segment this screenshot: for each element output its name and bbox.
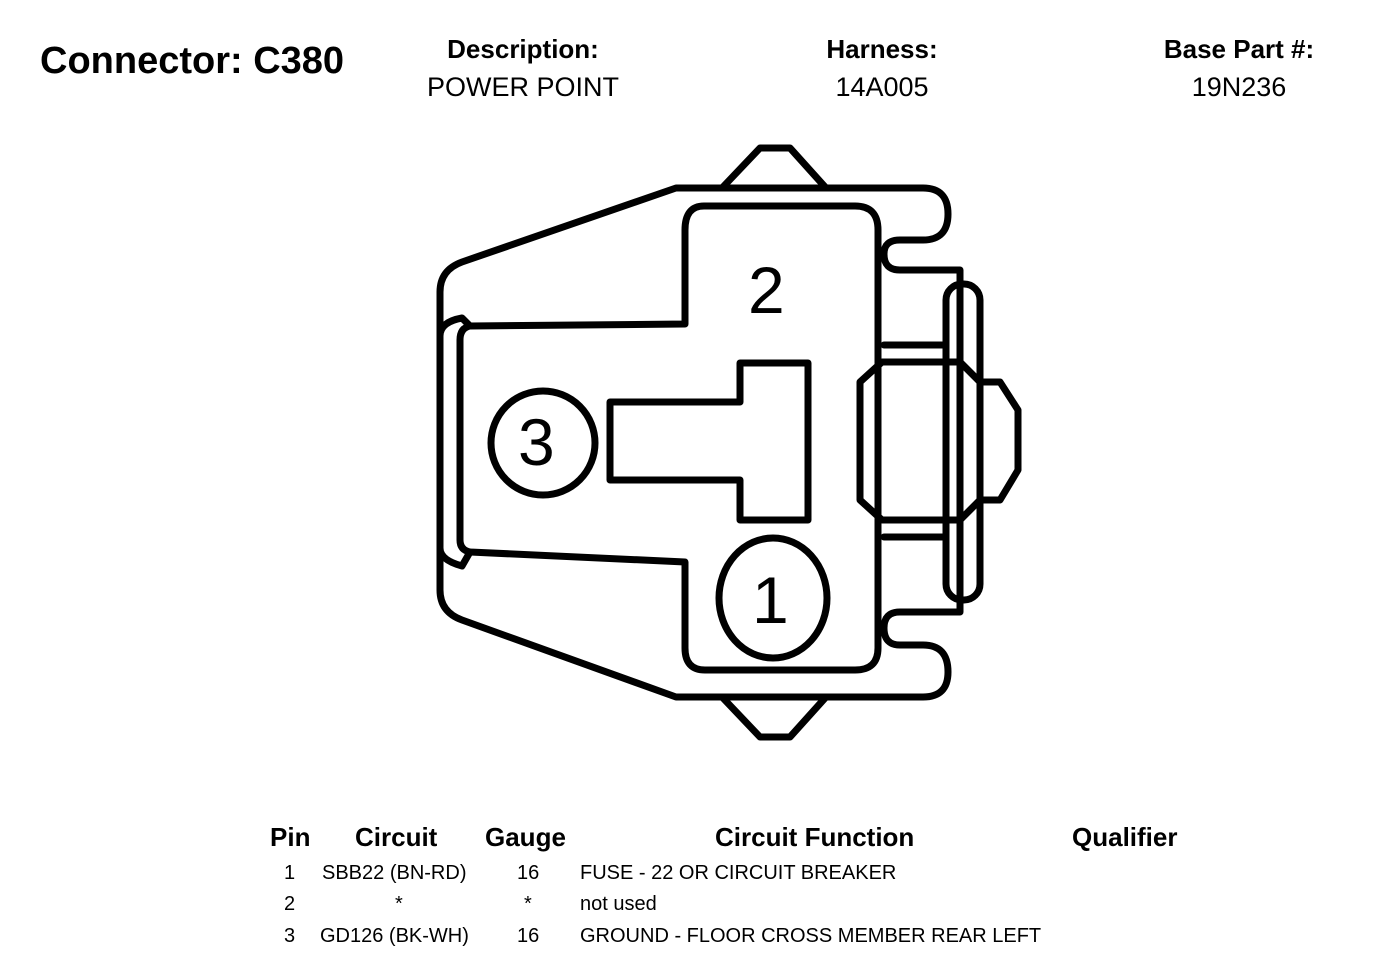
- row-3-function: GROUND - FLOOR CROSS MEMBER REAR LEFT: [580, 925, 1042, 947]
- left-rail-lower: [436, 544, 474, 570]
- row-2-pin: 2: [284, 893, 296, 915]
- row-2-function: not used: [580, 893, 657, 915]
- row-3-gauge: 16: [517, 925, 540, 947]
- row-1-function: FUSE - 22 OR CIRCUIT BREAKER: [580, 862, 897, 884]
- harness-block: Harness: 14A005: [732, 30, 1032, 106]
- right-rail: [942, 280, 984, 604]
- description-value: POWER POINT: [426, 72, 619, 102]
- base-part-block: Base Part #: 19N236: [1089, 30, 1376, 106]
- pin-1-label: 1: [752, 563, 789, 637]
- harness-value: 14A005: [835, 72, 929, 102]
- header-gauge: Gauge: [485, 822, 566, 852]
- header-pin: Pin: [270, 822, 311, 852]
- outer-housing: [436, 184, 964, 701]
- top-latch-tab: [718, 144, 830, 192]
- row-1-pin: 1: [284, 862, 296, 884]
- bottom-latch-tab: [718, 693, 830, 741]
- pin-1-circle: [715, 534, 831, 662]
- description-block: Description: POWER POINT: [373, 30, 673, 106]
- pin-2-label: 2: [748, 253, 785, 327]
- header-circuit-function: Circuit Function: [715, 822, 915, 852]
- right-key: [856, 358, 1022, 524]
- header-qualifier: Qualifier: [1072, 822, 1178, 852]
- connector-title: Connector: C380: [40, 40, 345, 82]
- harness-label: Harness:: [826, 34, 938, 64]
- left-rail: [436, 314, 474, 340]
- header-circuit: Circuit: [355, 822, 438, 852]
- row-2-circuit: *: [395, 893, 403, 915]
- row-1-gauge: 16: [517, 862, 540, 884]
- row-2-gauge: *: [524, 893, 532, 915]
- center-t-key: [606, 359, 812, 524]
- description-label: Description:: [447, 34, 599, 64]
- base-part-label: Base Part #:: [1163, 34, 1315, 64]
- row-1-circuit: SBB22 (BN-RD): [322, 862, 467, 884]
- pin-3-label: 3: [518, 405, 555, 479]
- base-part-value: 19N236: [1191, 72, 1287, 102]
- row-3-circuit: GD126 (BK-WH): [320, 925, 469, 947]
- pin-3-circle: [487, 387, 599, 499]
- row-3-pin: 3: [284, 925, 296, 947]
